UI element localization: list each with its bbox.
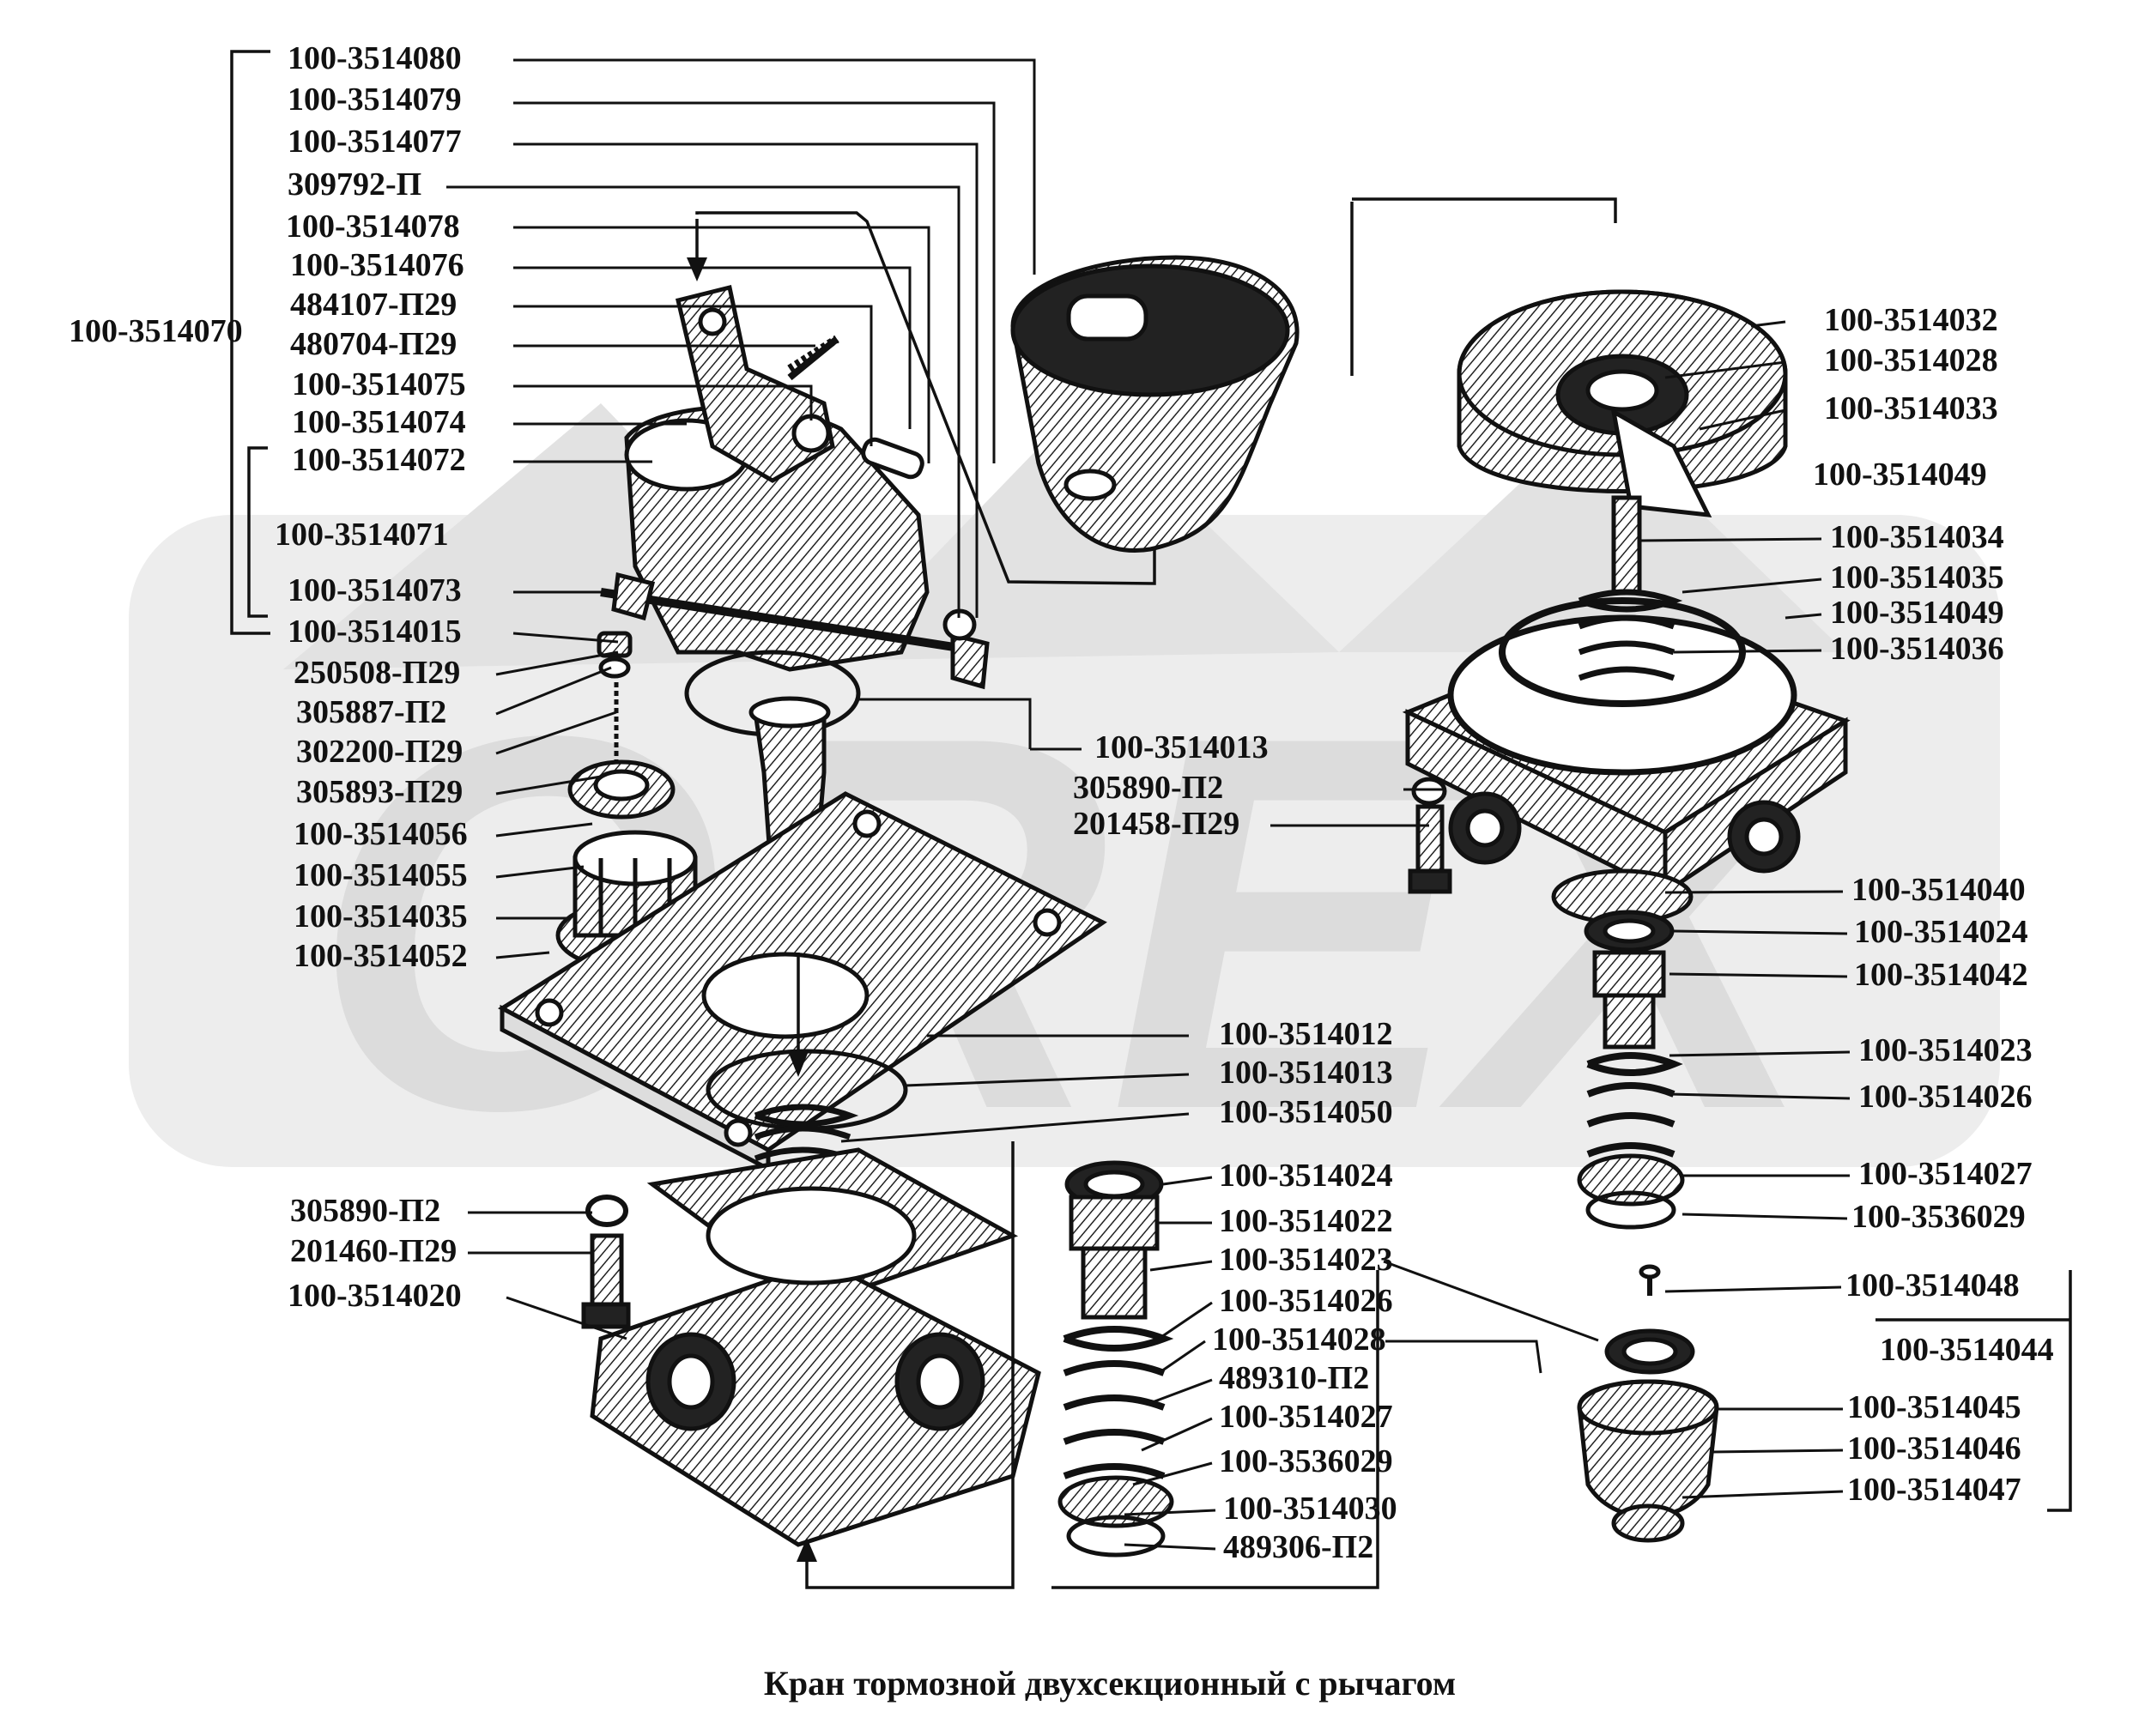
dust-cover xyxy=(1010,255,1300,553)
label-100-3514044: 100-3514044 xyxy=(1880,1332,2054,1368)
label-100-3514070: 100-3514070 xyxy=(69,313,243,349)
label-100-3514042: 100-3514042 xyxy=(1854,957,2028,993)
watermark-mountain-right xyxy=(1339,412,1845,652)
valve-spring-cup xyxy=(567,759,676,820)
label-100-3514030: 100-3514030 xyxy=(1223,1491,1397,1527)
label-305890-p2-top: 305890-П2 xyxy=(1073,770,1223,806)
label-100-3514024-mid: 100-3514024 xyxy=(1219,1158,1393,1194)
label-100-3514036: 100-3514036 xyxy=(1830,631,2004,667)
lower-housing-left xyxy=(590,1147,1041,1547)
label-100-3514026-mid: 100-3514026 xyxy=(1219,1283,1393,1319)
leader-lines xyxy=(446,58,1851,1551)
label-100-3514024-right: 100-3514024 xyxy=(1854,914,2028,950)
middle-valve-stack xyxy=(1057,1160,1174,1558)
valve-nut xyxy=(597,631,633,679)
lower-spring-left xyxy=(754,1104,859,1205)
arrow-up-bottom xyxy=(797,1538,817,1562)
label-100-3536029-right: 100-3536029 xyxy=(1851,1199,2026,1235)
label-100-3514073: 100-3514073 xyxy=(288,572,462,608)
label-100-3514026-right: 100-3514026 xyxy=(1858,1079,2033,1115)
label-100-3514035-left: 100-3514035 xyxy=(294,898,468,935)
label-100-3514022: 100-3514022 xyxy=(1219,1203,1393,1239)
label-305893-p29: 305893-П29 xyxy=(296,774,463,810)
arrow-down-plate xyxy=(788,1051,809,1077)
label-100-3514012: 100-3514012 xyxy=(1219,1016,1393,1052)
label-100-3514013-mid: 100-3514013 xyxy=(1219,1055,1393,1091)
lever-housing xyxy=(600,284,990,690)
label-100-3514080: 100-3514080 xyxy=(288,40,462,76)
label-100-3514056: 100-3514056 xyxy=(294,816,468,852)
label-100-3514033: 100-3514033 xyxy=(1824,390,1998,426)
label-100-3536029-mid: 100-3536029 xyxy=(1219,1443,1393,1479)
label-100-3514055: 100-3514055 xyxy=(294,857,468,893)
label-100-3514047: 100-3514047 xyxy=(1847,1472,2021,1508)
label-100-3514032: 100-3514032 xyxy=(1824,302,1998,338)
label-100-3514049-top: 100-3514049 xyxy=(1813,457,1987,493)
part-labels: 100-3514080 100-3514079 100-3514077 3097… xyxy=(69,40,2054,1565)
cotter-pin xyxy=(861,437,924,480)
label-100-3514048: 100-3514048 xyxy=(1845,1267,2020,1304)
upper-bolt-right xyxy=(1408,777,1452,894)
upper-housing-right xyxy=(1402,495,1851,925)
label-302200-p29: 302200-П29 xyxy=(296,734,463,770)
label-100-3514076: 100-3514076 xyxy=(290,247,464,283)
label-100-3514049-right: 100-3514049 xyxy=(1830,595,2004,631)
label-100-3514077: 100-3514077 xyxy=(288,124,462,160)
right-valve-stack xyxy=(1577,910,1685,1230)
label-100-3514052: 100-3514052 xyxy=(294,938,468,974)
bottom-valve-right xyxy=(1577,1264,1719,1543)
label-100-3514035-right: 100-3514035 xyxy=(1830,560,2004,596)
diaphragm-cover xyxy=(1457,289,1788,517)
label-100-3514072: 100-3514072 xyxy=(292,442,466,478)
label-489310-p2: 489310-П2 xyxy=(1219,1360,1369,1396)
label-100-3514027-right: 100-3514027 xyxy=(1858,1156,2033,1192)
label-100-3514023-right: 100-3514023 xyxy=(1858,1032,2033,1068)
label-100-3514020: 100-3514020 xyxy=(288,1278,462,1314)
label-201458-p29: 201458-П29 xyxy=(1073,806,1239,842)
label-100-3514071: 100-3514071 xyxy=(275,517,449,553)
label-480704-p29: 480704-П29 xyxy=(290,326,457,362)
label-100-3514023-mid: 100-3514023 xyxy=(1219,1242,1393,1278)
label-250508-p29: 250508-П29 xyxy=(294,655,460,691)
label-305890-p2-bottom: 305890-П2 xyxy=(290,1193,440,1229)
lower-washer-left xyxy=(585,1195,628,1227)
label-484107-p29: 484107-П29 xyxy=(290,287,457,323)
label-100-3514075: 100-3514075 xyxy=(292,366,466,402)
group-brackets xyxy=(230,50,2072,1589)
label-201460-p29: 201460-П29 xyxy=(290,1233,457,1269)
label-100-3514078: 100-3514078 xyxy=(286,209,460,245)
lower-bolt-left xyxy=(581,1233,631,1329)
label-100-3514028-mid: 100-3514028 xyxy=(1212,1322,1386,1358)
label-100-3514046: 100-3514046 xyxy=(1847,1431,2021,1467)
label-100-3514028-top: 100-3514028 xyxy=(1824,342,1998,378)
label-100-3514045: 100-3514045 xyxy=(1847,1389,2021,1425)
label-100-3514074: 100-3514074 xyxy=(292,404,466,440)
label-309792-p: 309792-П xyxy=(288,166,421,203)
label-100-3514027-mid: 100-3514027 xyxy=(1219,1399,1393,1435)
label-100-3514050: 100-3514050 xyxy=(1219,1094,1393,1130)
label-100-3514013-top: 100-3514013 xyxy=(1094,729,1269,765)
diagram-caption: Кран тормозной двухсекционный с рычагом xyxy=(764,1664,1456,1703)
label-100-3514040: 100-3514040 xyxy=(1851,872,2026,908)
label-100-3514079: 100-3514079 xyxy=(288,82,462,118)
label-100-3514015: 100-3514015 xyxy=(288,614,462,650)
spring-pin xyxy=(787,335,839,373)
label-489306-p2: 489306-П2 xyxy=(1223,1529,1373,1565)
label-100-3514034: 100-3514034 xyxy=(1830,519,2004,555)
label-305887-p2: 305887-П2 xyxy=(296,694,446,730)
intermediate-plate xyxy=(498,791,1107,1173)
arrow-down-top xyxy=(687,257,707,281)
